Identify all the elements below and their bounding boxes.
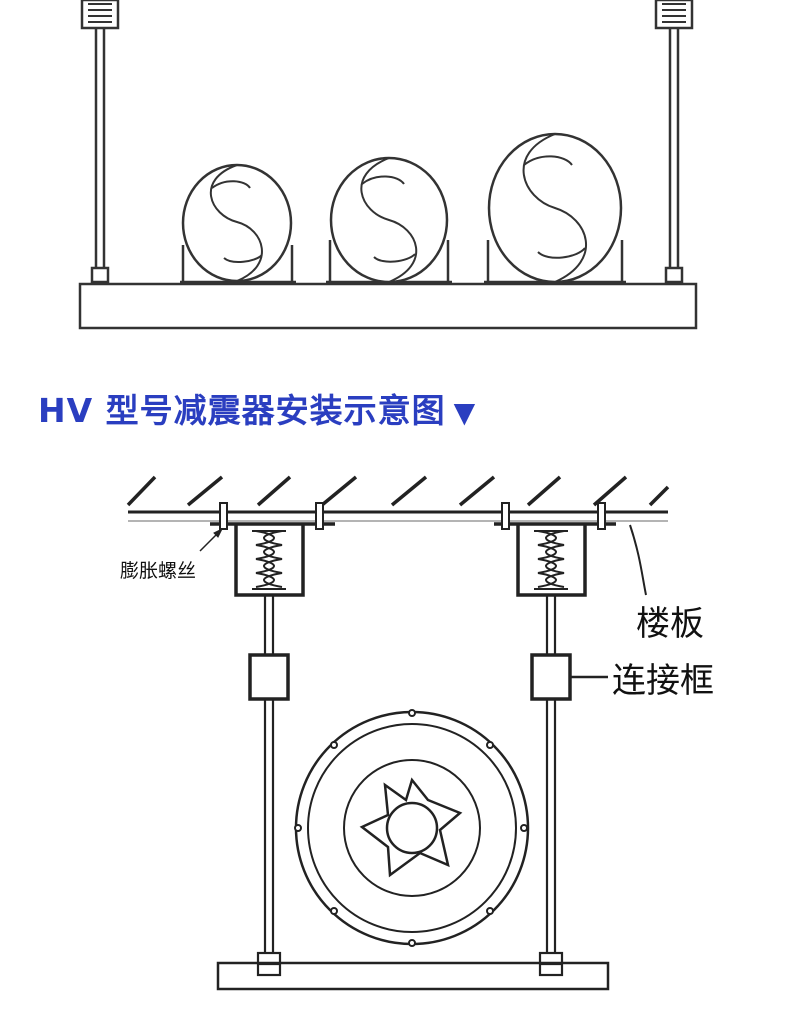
diagram-title: HV 型号减震器安装示意图▼ xyxy=(38,384,476,432)
fan-unit-3 xyxy=(484,132,626,284)
triangle-down-icon: ▼ xyxy=(453,396,477,429)
right-damper xyxy=(494,502,616,597)
right-hanger-rod xyxy=(530,595,572,977)
left-hanger-rod xyxy=(248,595,290,977)
right-rod xyxy=(668,28,680,270)
right-hanger-top xyxy=(654,0,694,30)
suspended-fan-base-diagram xyxy=(78,0,698,330)
fan-unit-2 xyxy=(326,156,452,284)
expansion-bolt-arrow xyxy=(213,527,224,538)
left-hanger-top xyxy=(80,0,120,30)
floor-slab-label: 楼板 xyxy=(636,604,704,644)
floor-slab-leader xyxy=(629,524,647,596)
base-platform xyxy=(78,282,698,330)
ceiling-hatch xyxy=(126,475,670,507)
connecting-frame-label: 连接框 xyxy=(612,661,714,701)
left-damper xyxy=(210,502,335,597)
base-beam xyxy=(216,961,610,991)
centrifugal-fan xyxy=(294,709,530,947)
hv-damper-installation-diagram: 膨胀螺丝 楼板 连接框 xyxy=(120,475,714,991)
expansion-bolt-label: 膨胀螺丝 xyxy=(120,560,196,582)
fan-unit-1 xyxy=(180,163,296,284)
title-text: HV 型号减震器安装示意图 xyxy=(38,391,446,430)
left-rod xyxy=(94,28,106,270)
